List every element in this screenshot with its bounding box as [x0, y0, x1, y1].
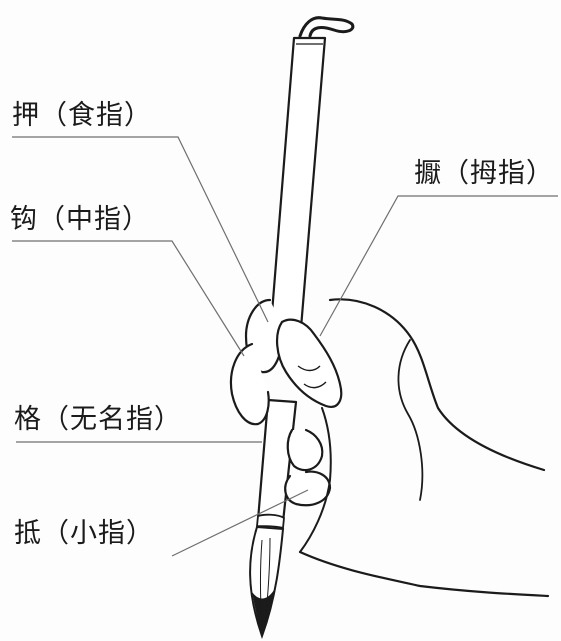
leader-lines	[12, 136, 558, 557]
hand-back	[298, 298, 550, 598]
leader-line-di	[171, 489, 309, 557]
brush-shaft	[268, 36, 327, 342]
leader-line-ya	[12, 136, 269, 323]
thumb	[276, 318, 343, 408]
middle-finger	[229, 342, 270, 426]
ring-finger	[286, 428, 324, 472]
little-finger	[284, 470, 332, 507]
leader-line-ye	[319, 195, 558, 337]
brush-ferrule	[256, 513, 285, 530]
label-ya-index-finger: 押（食指）	[12, 100, 152, 131]
label-ye-thumb: 擫（拇指）	[414, 158, 554, 189]
label-gou-middle-finger: 钩（中指）	[10, 204, 150, 235]
hanging-loop	[298, 16, 355, 38]
leader-line-gou	[12, 240, 245, 357]
label-di-little-finger: 抵（小指）	[14, 518, 154, 549]
brush-tip-ink	[252, 590, 274, 636]
label-ge-ring-finger: 格（无名指）	[14, 404, 182, 435]
